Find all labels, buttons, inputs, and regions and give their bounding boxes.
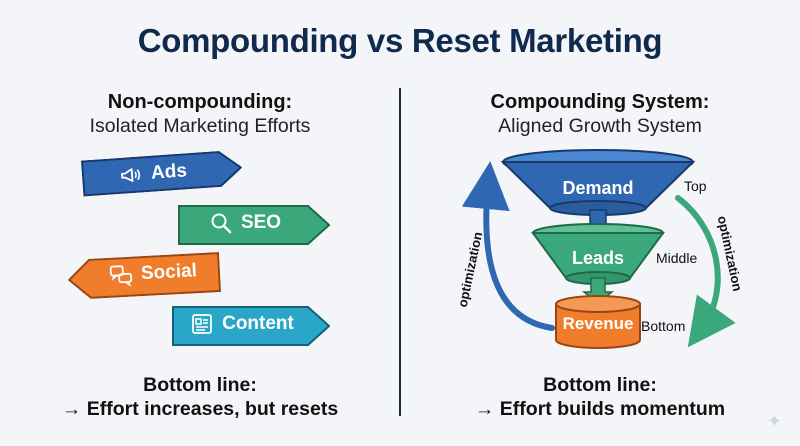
stage-level-bottom: Bottom [641, 318, 686, 334]
right-heading-block: Compounding System: Aligned Growth Syste… [440, 90, 760, 138]
magnifier-icon [211, 213, 232, 234]
left-heading: Non-compounding: [107, 91, 293, 113]
left-heading-block: Non-compounding: Isolated Marketing Effo… [40, 90, 360, 138]
stage-revenue-label: Revenue [562, 314, 634, 333]
tag-seo: SEO [178, 205, 330, 245]
stage-revenue-shape [555, 295, 641, 349]
left-bottom-text: → Effort increases, but resets [61, 398, 339, 420]
stage-level-top: Top [684, 178, 707, 194]
left-bottom-line: Bottom line: [143, 374, 257, 396]
stage-demand-shape [500, 149, 696, 216]
stage-level-middle: Middle [656, 250, 698, 266]
left-subheading: Isolated Marketing Efforts [89, 115, 311, 137]
stage-leads-label: Leads [571, 248, 625, 268]
chat-bubbles-icon [109, 265, 133, 287]
tag-social: Social [67, 252, 222, 299]
right-bottom-block: Bottom line: → Effort builds momentum [430, 373, 770, 421]
document-icon [192, 314, 213, 334]
tag-seo-label: SEO [240, 212, 282, 233]
tag-ads: Ads [80, 149, 243, 197]
tag-ads-label: Ads [150, 160, 188, 184]
tag-social-label: Social [140, 260, 198, 285]
tag-social-shape [67, 252, 222, 299]
tag-content-shape [172, 306, 330, 346]
tag-content: Content [172, 306, 330, 346]
left-bottom-block: Bottom line: → Effort increases, but res… [30, 373, 370, 421]
right-bottom-text: → Effort builds momentum [474, 398, 726, 420]
funnel-diagram [461, 149, 736, 349]
right-subheading: Aligned Growth System [498, 115, 702, 137]
stage-leads-shape [531, 223, 665, 285]
megaphone-icon [121, 168, 141, 182]
optimization-loop-right [675, 195, 736, 348]
center-divider [399, 88, 401, 416]
right-heading: Compounding System: [490, 91, 710, 113]
sparkle-icon: ✦ [766, 411, 782, 431]
stage-demand-label: Demand [562, 178, 634, 198]
optimization-loop-left [461, 161, 555, 331]
right-bottom-line: Bottom line: [543, 374, 657, 396]
tag-ads-shape [80, 150, 243, 197]
tag-content-label: Content [222, 313, 294, 334]
page-title: Compounding vs Reset Marketing [137, 22, 663, 59]
